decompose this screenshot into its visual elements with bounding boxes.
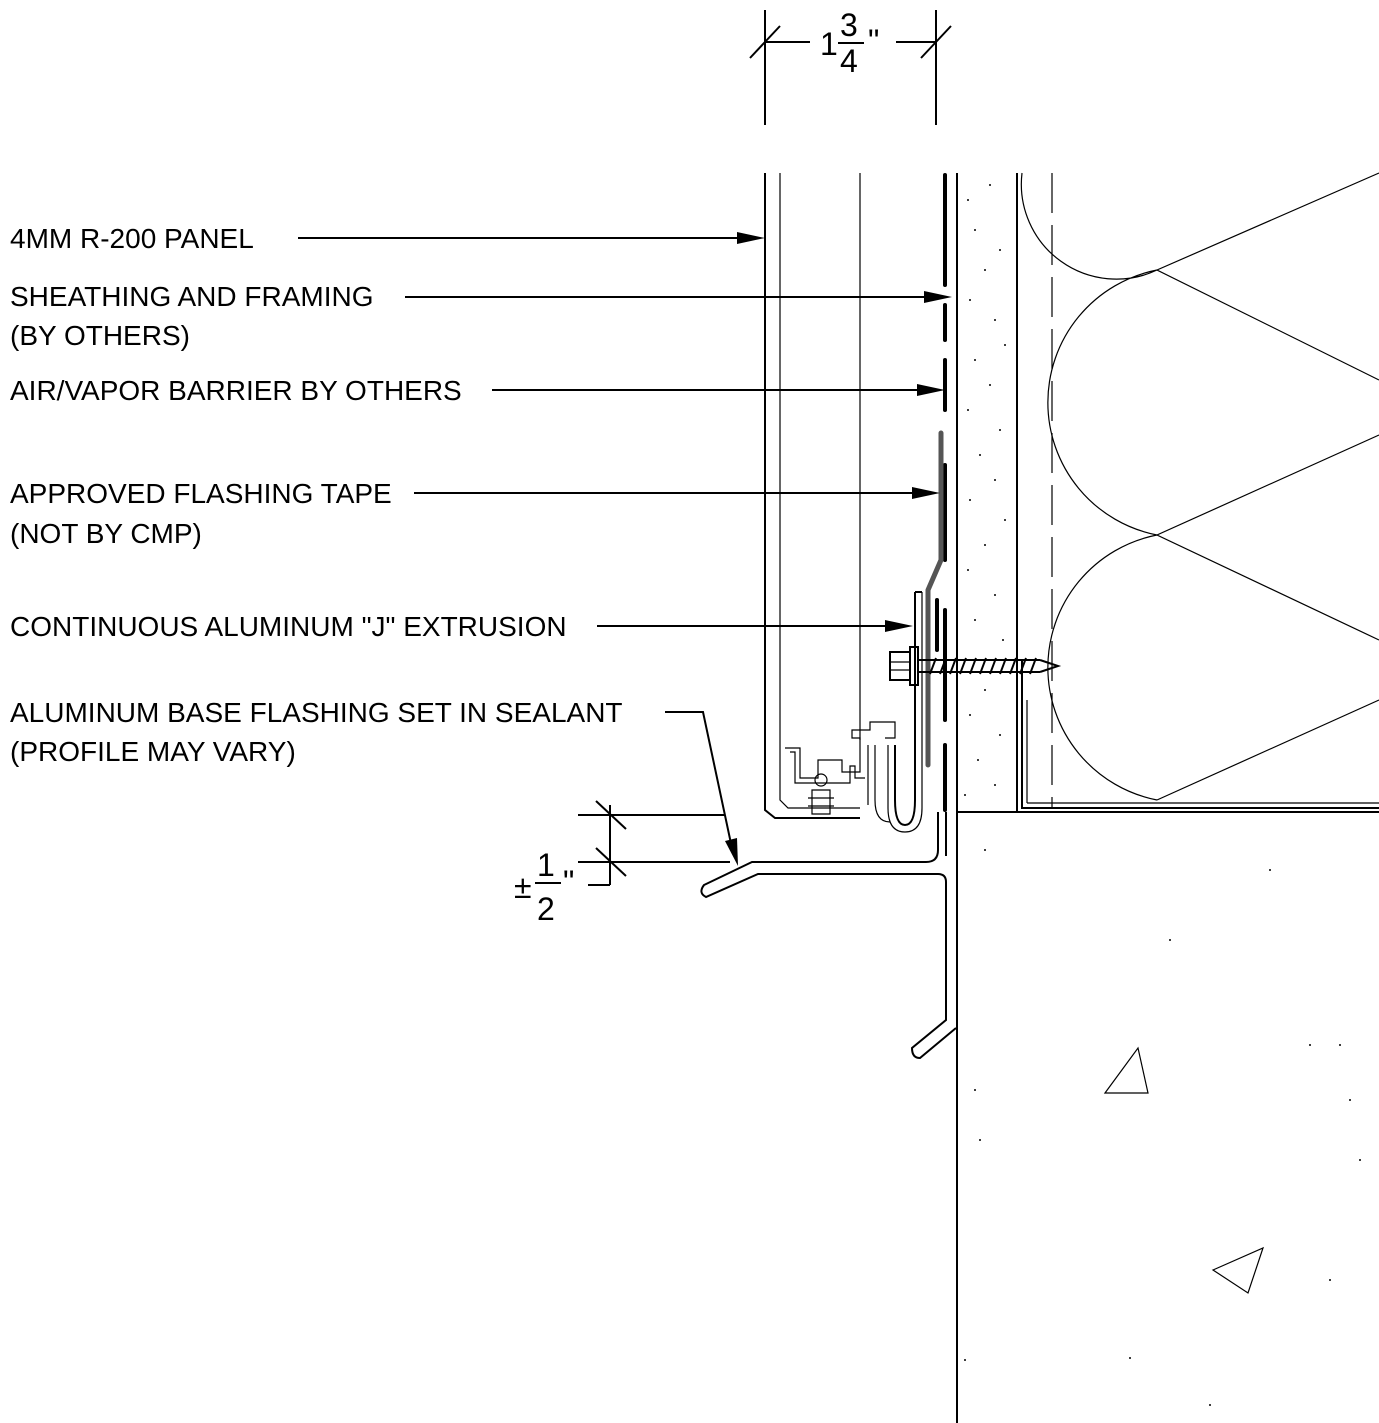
framing-and-insulation	[1020, 172, 1379, 809]
callouts: 4MM R-200 PANEL SHEATHING AND FRAMING (B…	[10, 223, 623, 767]
sheathing	[956, 173, 1018, 812]
left-dimension: ± 1 2 "	[514, 800, 730, 927]
label-barrier: AIR/VAPOR BARRIER BY OTHERS	[10, 375, 462, 406]
label-sheathing-line1: SHEATHING AND FRAMING	[10, 281, 374, 312]
label-extrusion: CONTINUOUS ALUMINUM "J" EXTRUSION	[10, 611, 567, 642]
panel-assembly	[764, 173, 896, 819]
label-base-line1: ALUMINUM BASE FLASHING SET IN SEALANT	[10, 697, 623, 728]
concrete	[956, 811, 1379, 1423]
screw-fastener	[889, 646, 1062, 686]
label-sheathing-line2: (BY OTHERS)	[10, 320, 190, 351]
dim-left-numerator: 1	[537, 847, 555, 883]
label-panel: 4MM R-200 PANEL	[10, 223, 254, 254]
flashing-tape	[925, 430, 944, 768]
dim-top-whole: 1	[820, 26, 838, 62]
label-tape-line1: APPROVED FLASHING TAPE	[10, 478, 392, 509]
dim-left-denominator: 2	[537, 891, 555, 927]
label-base-line2: (PROFILE MAY VARY)	[10, 736, 296, 767]
air-vapor-barrier	[935, 173, 947, 812]
dim-top-denominator: 4	[840, 43, 858, 79]
base-flashing	[700, 812, 957, 1060]
top-dimension: 1 3 4 "	[749, 7, 952, 125]
label-tape-line2: (NOT BY CMP)	[10, 518, 202, 549]
dim-left-unit: "	[563, 864, 574, 900]
dim-top-numerator: 3	[840, 7, 858, 43]
dim-top-unit: "	[868, 23, 879, 59]
j-extrusion	[867, 591, 923, 833]
leaders	[298, 232, 952, 866]
dim-left-prefix: ±	[514, 869, 532, 905]
